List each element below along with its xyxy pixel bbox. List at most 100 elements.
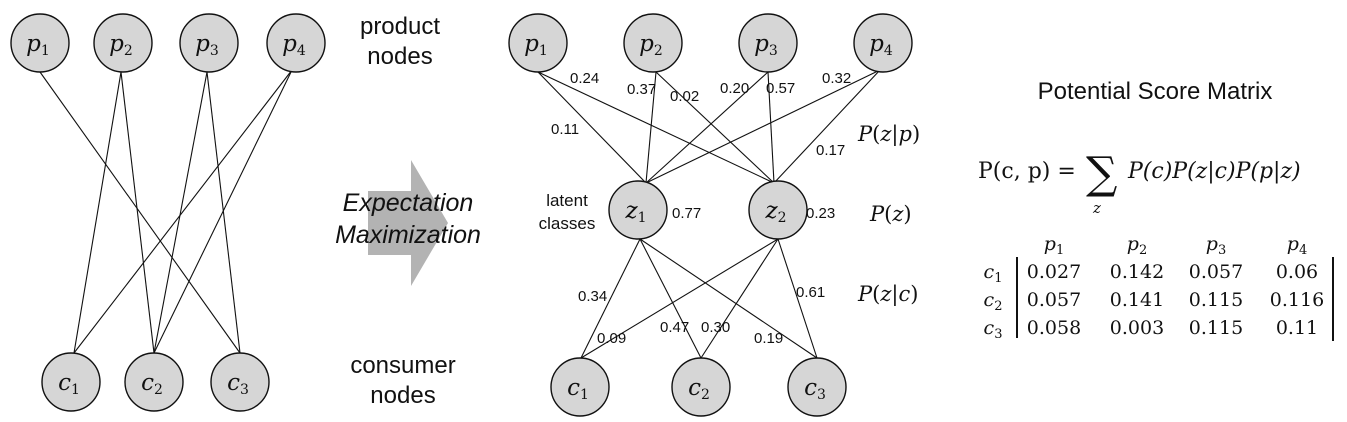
pz-given-c-edge xyxy=(639,238,818,359)
matrix-col-header: p4 xyxy=(1287,233,1307,258)
matrix-cell: 0.11 xyxy=(1276,317,1318,339)
pz-given-c-edge xyxy=(580,238,779,359)
latent-node-2 xyxy=(748,180,808,240)
left-product-node-1-label: p1 xyxy=(26,31,50,59)
pz-given-p-edge xyxy=(767,71,775,184)
matrix-cell: 0.057 xyxy=(1189,261,1243,283)
product-nodes-label-line1: product xyxy=(360,13,440,40)
p-z-given-p-label: P(z|p) xyxy=(857,122,920,147)
pz-given-c-edge xyxy=(580,238,641,359)
pz-given-p-weight: 0.24 xyxy=(570,70,599,87)
edge-weight-labels: 0.77 0.23 0.11 0.24 0.37 0.02 0.20 0.57 0.32 0.17… xyxy=(551,70,851,347)
latent-prior-2: 0.23 xyxy=(806,205,835,222)
pz-given-p-edge xyxy=(773,69,881,184)
latent-node-1-label: z1 xyxy=(624,198,646,226)
latent-node-2-label: z2 xyxy=(764,198,786,226)
pz-given-c-weight: 0.61 xyxy=(796,284,825,301)
pz-given-c-edge xyxy=(777,238,818,359)
left-product-node-3 xyxy=(179,13,239,73)
matrix-col-header: p3 xyxy=(1206,233,1226,258)
left-consumer-node-1-label: c1 xyxy=(58,370,80,398)
pz-given-c-edge xyxy=(639,238,702,359)
matrix-cell: 0.027 xyxy=(1027,261,1081,283)
pz-given-p-weight: 0.17 xyxy=(816,142,845,159)
left-consumer-node-2-label: c2 xyxy=(141,370,163,398)
left-graph-edges xyxy=(39,69,293,354)
pz-given-c-weight: 0.09 xyxy=(597,330,626,347)
pz-given-p-edge xyxy=(655,71,775,184)
em-arrow-icon xyxy=(368,160,448,286)
matrix-row-header: c1 xyxy=(984,261,1003,286)
consumer-nodes-label-line1: consumer xyxy=(350,352,455,379)
formula-sigma: ∑ xyxy=(1086,148,1117,199)
pz-given-p-edge xyxy=(645,71,769,184)
em-label-line2: Maximization xyxy=(335,221,481,249)
left-product-node-4 xyxy=(266,13,326,73)
product-nodes-label-line2: nodes xyxy=(367,43,432,70)
right-consumer-node-2 xyxy=(671,357,731,417)
right-product-node-2 xyxy=(623,13,683,73)
left-consumer-node-3-label: c3 xyxy=(227,370,249,398)
p-z-given-c-label: P(z|c) xyxy=(857,282,918,307)
left-product-node-3-label: p3 xyxy=(195,31,219,59)
pz-given-p-weight: 0.32 xyxy=(822,70,851,87)
left-edge xyxy=(153,69,293,354)
right-product-node-1-label: p1 xyxy=(524,31,548,59)
left-consumer-node-2 xyxy=(124,352,184,412)
right-graph-edges xyxy=(537,69,881,359)
formula-rhs: P(c)P(z|c)P(p|z) xyxy=(1127,159,1301,184)
left-product-node-4-label: p4 xyxy=(282,31,306,59)
pz-given-c-weight: 0.47 xyxy=(660,319,689,336)
pz-given-c-weight: 0.30 xyxy=(701,319,730,336)
formula-lhs: P(c, p) = xyxy=(978,159,1076,184)
right-product-node-2-label: p2 xyxy=(639,31,663,59)
right-product-node-4 xyxy=(853,13,913,73)
left-edge xyxy=(153,71,208,354)
pz-given-p-weight: 0.02 xyxy=(670,88,699,105)
p-z-label: P(z) xyxy=(869,202,912,226)
right-consumer-node-1 xyxy=(550,357,610,417)
pz-given-c-weight: 0.34 xyxy=(578,288,607,305)
right-consumer-node-2-label: c2 xyxy=(688,375,710,403)
matrix-cell: 0.115 xyxy=(1189,289,1243,311)
matrix-col-header: p1 xyxy=(1044,233,1064,258)
left-edge xyxy=(73,69,293,354)
left-edge xyxy=(73,71,122,354)
left-consumer-node-3 xyxy=(210,352,270,412)
right-consumer-node-3 xyxy=(787,357,847,417)
latent-node-1 xyxy=(608,180,668,240)
left-edge xyxy=(39,71,241,354)
pz-given-p-weight: 0.20 xyxy=(720,80,749,97)
pz-given-p-edge xyxy=(645,71,657,184)
em-label-line1: Expectation xyxy=(343,189,474,217)
latent-classes-label-line1: latent xyxy=(546,191,588,210)
matrix-row-header: c3 xyxy=(984,317,1003,342)
pz-given-p-weight: 0.11 xyxy=(551,121,579,138)
right-product-node-4-label: p4 xyxy=(869,31,893,59)
left-edge xyxy=(120,71,155,354)
matrix-title: Potential Score Matrix xyxy=(1038,78,1273,105)
matrix-cell: 0.142 xyxy=(1110,261,1164,283)
pz-given-p-edge xyxy=(537,71,775,184)
matrix-cell: 0.057 xyxy=(1027,289,1081,311)
pz-given-p-edge xyxy=(645,69,881,184)
matrix-cell: 0.003 xyxy=(1110,317,1164,339)
right-consumer-node-1-label: c1 xyxy=(567,375,589,403)
right-product-node-3 xyxy=(738,13,798,73)
pz-given-p-weight: 0.57 xyxy=(766,80,795,97)
pz-given-p-weight: 0.37 xyxy=(627,81,656,98)
left-product-node-2-label: p2 xyxy=(109,31,133,59)
pz-given-c-weight: 0.19 xyxy=(754,330,783,347)
left-product-node-1 xyxy=(10,13,70,73)
matrix-cell: 0.06 xyxy=(1276,261,1318,283)
left-product-node-2 xyxy=(93,13,153,73)
consumer-nodes-label-line2: nodes xyxy=(370,382,435,409)
left-edge xyxy=(206,71,241,354)
matrix-cell: 0.058 xyxy=(1027,317,1081,339)
pz-given-p-edge xyxy=(537,71,647,184)
pz-given-c-edge xyxy=(700,238,779,359)
latent-prior-1: 0.77 xyxy=(672,205,701,222)
